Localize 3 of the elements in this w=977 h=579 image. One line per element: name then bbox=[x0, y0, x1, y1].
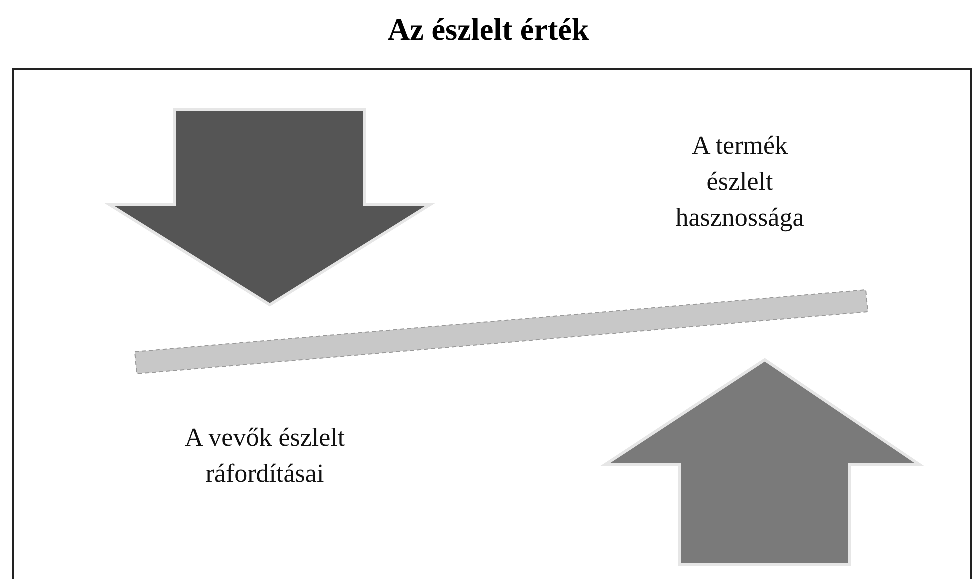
diagram-title: Az észlelt érték bbox=[386, 12, 590, 48]
label-text: A termék észlelt hasznossága bbox=[674, 130, 806, 234]
label-text: A vevők észlelt ráfordításai bbox=[184, 422, 346, 490]
